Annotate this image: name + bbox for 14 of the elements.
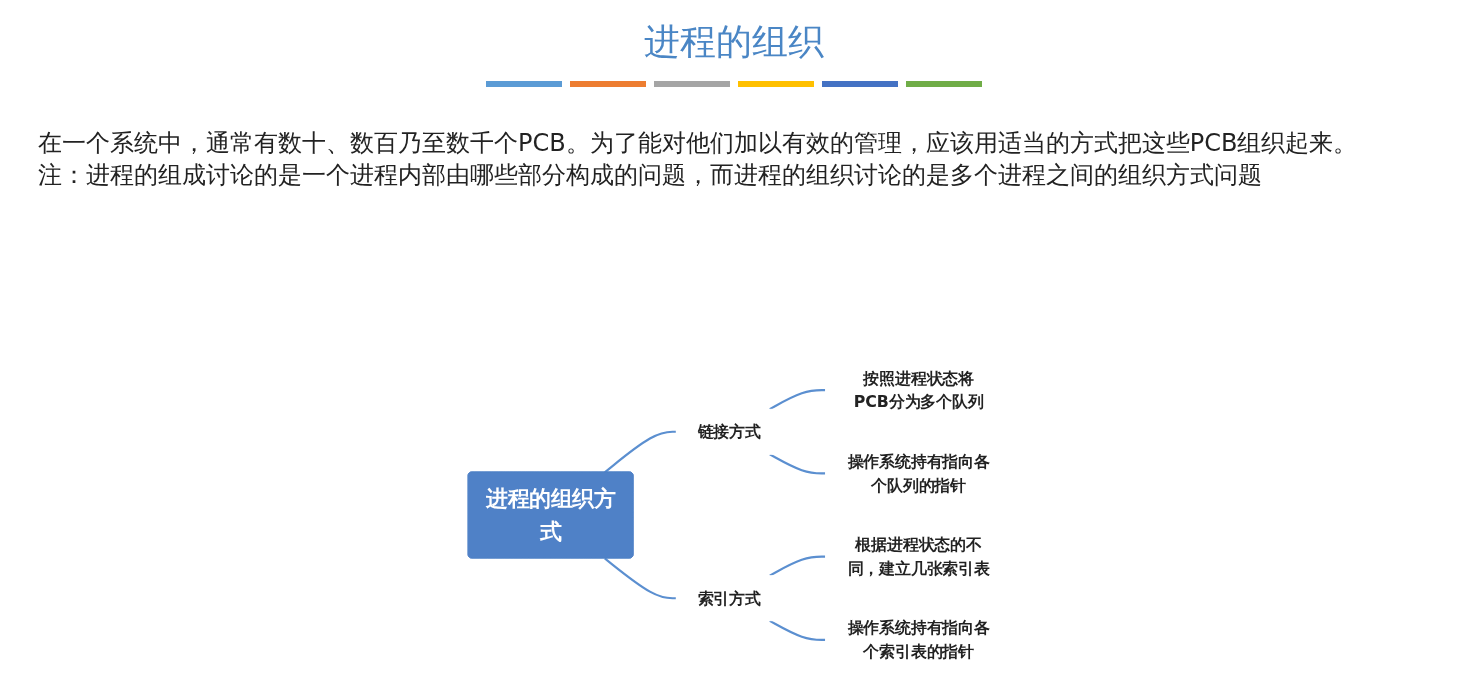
node-text: 索引方式 [697, 589, 761, 608]
paragraph: 在一个系统中，通常有数十、数百乃至数千个PCB。为了能对他们加以有效的管理，应该用适当的方式把这些PCB组织起来。 [38, 128, 1359, 159]
connector [769, 555, 826, 577]
node-text: 操作系统持有指向各个索引表的指针 [847, 619, 990, 661]
paragraph: 注：进程的组成讨论的是一个进程内部由哪些部分构成的问题，而进程的组织讨论的是多个进程之间的组织方式问题 [38, 160, 1263, 191]
title: 进程的组织 [643, 20, 825, 64]
node-text: 按照进程状态将PCB分为多个队列 [853, 369, 984, 411]
node-text: 链接方式 [697, 422, 761, 441]
connector [769, 389, 826, 411]
connector [769, 453, 826, 475]
connector [769, 619, 826, 641]
node-text: 根据进程状态的不同，建立几张索引表 [847, 535, 990, 578]
node-text: 操作系统持有指向各个队列的指针 [847, 452, 990, 495]
connector [604, 557, 677, 600]
